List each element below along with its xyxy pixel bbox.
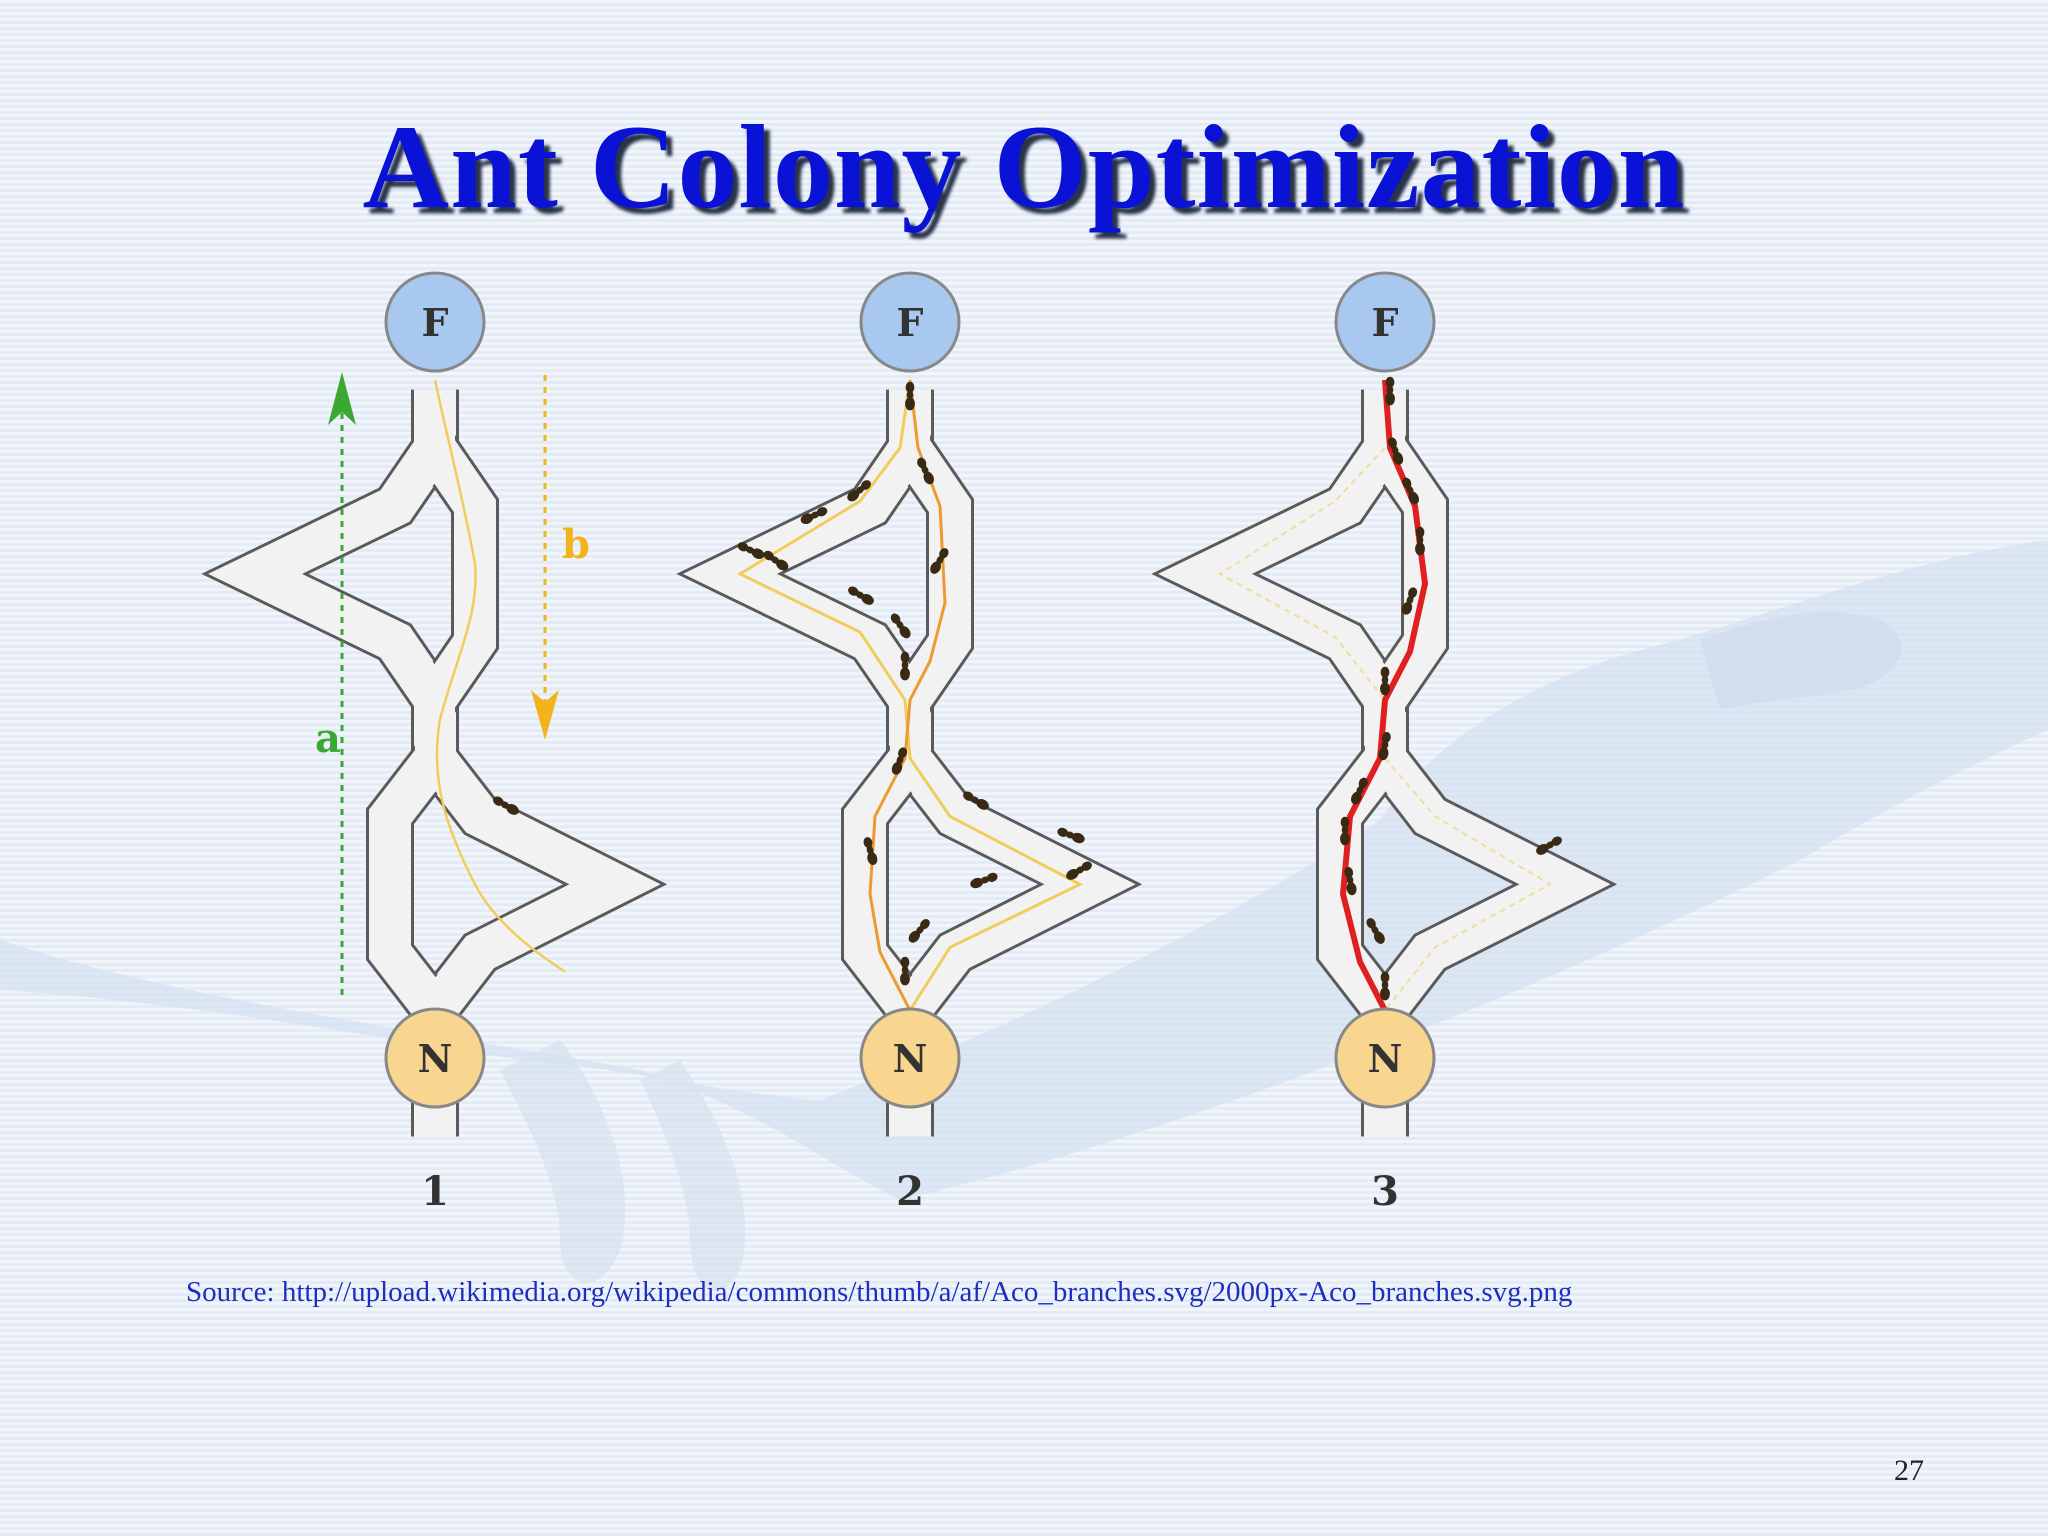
arrow-a-label: a (315, 715, 341, 762)
food-node (859, 271, 961, 373)
pheromone-trail-right (868, 379, 947, 1069)
food-node (384, 271, 486, 373)
ant (846, 584, 876, 607)
page-number: 27 (1894, 1454, 1924, 1487)
slide-title: Ant Colony Optimization (362, 100, 1686, 233)
faded-trail-left (1218, 447, 1386, 701)
ant (1364, 916, 1387, 946)
ant (906, 916, 933, 945)
panel-label: 2 (896, 1168, 924, 1215)
panel-label: 1 (421, 1168, 449, 1215)
nest-node-label: N (418, 1036, 453, 1081)
ant (968, 870, 1000, 890)
nest-node (1334, 1007, 1436, 1109)
arrow-a-head (328, 372, 356, 425)
panel-3: F N 3 (1205, 271, 1565, 1215)
pheromone-trail-1 (433, 379, 566, 973)
food-node-label: F (422, 300, 449, 345)
food-node-label: F (1372, 300, 1399, 345)
food-node-label: F (897, 300, 924, 345)
nest-node (384, 1007, 486, 1109)
ant (1055, 825, 1087, 845)
arrow-b-head (531, 690, 559, 740)
nest-node-label: N (1368, 1036, 1403, 1081)
panel-2: F N 2 (730, 271, 1094, 1215)
nest-node (859, 1007, 961, 1109)
arrow-b-label: b (562, 521, 590, 568)
faded-trail-right (1384, 757, 1552, 1011)
nest-node-label: N (893, 1036, 928, 1081)
panel-1: a b F N 1 (255, 271, 615, 1215)
panel-label: 3 (1371, 1168, 1399, 1215)
source-citation: Source: http://upload.wikimedia.org/wiki… (186, 1276, 1573, 1308)
food-node (1334, 271, 1436, 373)
